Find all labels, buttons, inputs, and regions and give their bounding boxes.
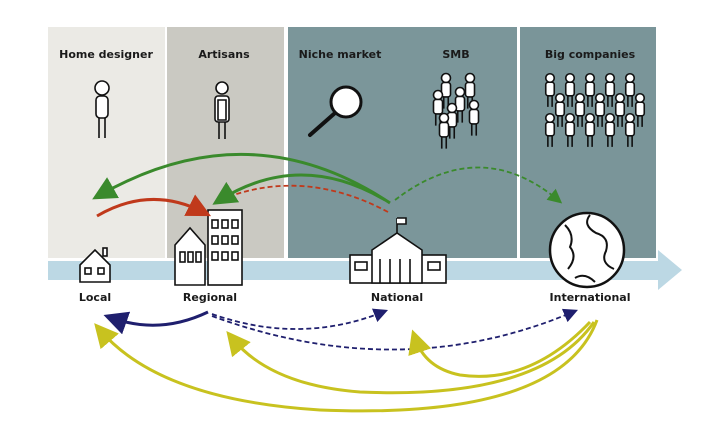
arrow-international-to-regional xyxy=(226,321,596,395)
person-icon xyxy=(624,72,636,107)
person-icon xyxy=(584,112,596,147)
person-icon xyxy=(564,112,576,147)
arrow-national-to-regional xyxy=(212,173,386,205)
person-icon xyxy=(584,72,596,107)
person-icon xyxy=(438,112,450,149)
arrow-international-to-local xyxy=(94,319,599,413)
arrow-national-to-regional-dashed xyxy=(214,184,389,213)
person-icon xyxy=(634,92,646,127)
person-icon xyxy=(604,72,616,107)
person-icon xyxy=(624,112,636,147)
person-icon xyxy=(446,102,458,139)
arrow-local-to-regional xyxy=(96,194,212,218)
globe-icon xyxy=(548,211,626,289)
person-icon xyxy=(464,72,476,109)
arrow-international-to-national xyxy=(408,320,592,378)
arrow-national-to-international-dashed xyxy=(394,166,563,204)
person-icon xyxy=(468,99,480,136)
person-icon xyxy=(554,92,566,127)
person-icon xyxy=(94,80,110,138)
arrow-national-to-local xyxy=(92,153,391,205)
arrow-regional-to-national-dashed xyxy=(211,308,389,330)
arrow-regional-to-international-dashed xyxy=(211,308,578,351)
segment-label: SMB xyxy=(442,48,469,61)
segment-label: Artisans xyxy=(198,48,250,61)
person-icon xyxy=(454,86,466,123)
person-icon xyxy=(432,89,444,126)
scale-label-local: Local xyxy=(79,291,111,304)
person-icon xyxy=(544,72,556,107)
arrow-regional-to-local xyxy=(103,310,209,335)
scale-label-regional: Regional xyxy=(183,291,237,304)
capitol-building-icon xyxy=(349,217,447,284)
magnifier-icon xyxy=(308,85,363,137)
segment-label: Home designer xyxy=(59,48,153,61)
scale-label-national: National xyxy=(371,291,423,304)
person-icon xyxy=(440,72,452,109)
person-icon xyxy=(564,72,576,107)
scale-label-international: International xyxy=(550,291,631,304)
big-companies-group-icon xyxy=(544,72,646,147)
smb-group-icon xyxy=(432,72,480,149)
house-icon xyxy=(79,247,111,283)
segment-label: Niche market xyxy=(299,48,382,61)
city-buildings-icon xyxy=(174,209,243,286)
artisan-icon xyxy=(214,81,230,139)
person-icon xyxy=(614,92,626,127)
person-icon xyxy=(544,112,556,147)
segment-label: Big companies xyxy=(545,48,636,61)
person-icon xyxy=(604,112,616,147)
person-icon xyxy=(594,92,606,127)
person-icon xyxy=(574,92,586,127)
panel-home-designer xyxy=(48,27,165,258)
